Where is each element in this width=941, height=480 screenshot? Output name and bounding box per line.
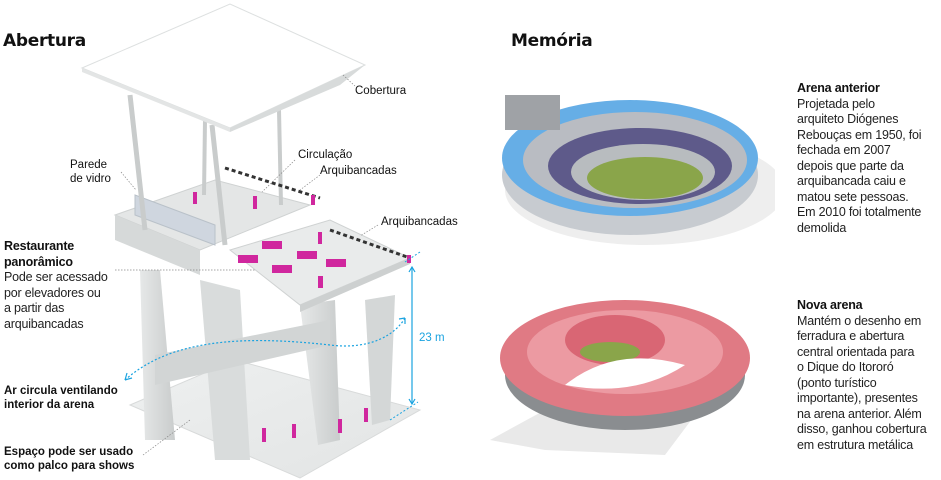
arena-anterior-body: Projetada pelo arquiteto Diógenes Rebouç… (797, 96, 922, 235)
pillar-left-front (200, 280, 250, 460)
new-arena-illustration (490, 300, 750, 455)
roof-column (209, 124, 228, 246)
cross-beam (155, 320, 330, 385)
label-circulacao: Circulação (298, 149, 353, 161)
label-parede-de-vidro: Parede de vidro (70, 159, 111, 185)
new-arena-white-stands (565, 358, 685, 389)
arena-anterior-note: Arena anterior Projetada pelo arquiteto … (797, 81, 941, 236)
old-arena-pitch (587, 157, 703, 199)
espaco-palco-note: Espaço pode ser usado como palco para sh… (4, 446, 135, 472)
memoria-title: Memória (511, 31, 593, 51)
glass-wall (134, 194, 216, 246)
nova-arena-title: Nova arena (797, 298, 863, 312)
stands-lower-edge (329, 228, 411, 260)
upper-deck (113, 179, 312, 251)
roof-column (127, 94, 148, 231)
label-cobertura: Cobertura (355, 85, 407, 97)
nova-arena-note: Nova arena Mantém o desenho em ferradura… (797, 298, 941, 453)
old-arena-illustration (502, 95, 775, 245)
old-arena-annex (505, 95, 560, 130)
roof-column (277, 109, 283, 206)
label-arquibancadas-lower: Arquibancadas (381, 216, 458, 228)
abertura-title: Abertura (3, 31, 86, 51)
label-arquibancadas-upper: Arquibancadas (320, 165, 397, 177)
pillar-right-back (365, 295, 395, 425)
restaurante-title: Restaurante panorâmico (4, 239, 75, 269)
roof-cobertura (80, 3, 367, 129)
restaurante-panoramico-note: Restaurante panorâmico Pode ser acessado… (4, 239, 124, 332)
ar-circula-note: Ar circula ventilando interior da arena (4, 385, 118, 411)
new-arena-pitch (580, 342, 640, 362)
roof-column (202, 119, 207, 196)
arena-anterior-title: Arena anterior (797, 81, 880, 95)
people-and-tables (193, 192, 411, 442)
nova-arena-body: Mantém o desenho em ferradura e abertura… (797, 313, 927, 452)
restaurante-body: Pode ser acessado por elevadores ou a pa… (4, 270, 108, 331)
label-height-23m: 23 m (419, 332, 445, 344)
airflow-arrow (124, 317, 406, 381)
abertura-illustration (80, 3, 422, 479)
stands-upper-edge (224, 166, 321, 200)
